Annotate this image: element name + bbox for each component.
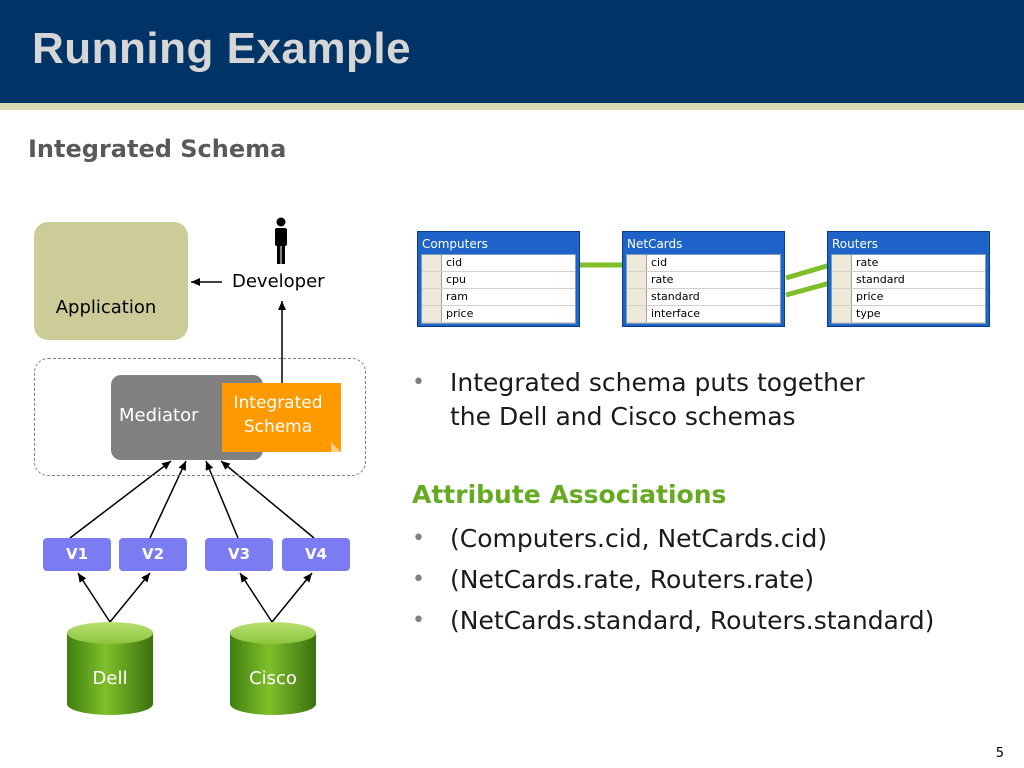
- cisco-to-v4-arrow: [271, 572, 313, 623]
- field-name: ram: [446, 290, 468, 303]
- mediator-label: Mediator: [119, 405, 199, 426]
- table-field-list: cid cpu ram price: [421, 254, 576, 324]
- dell-to-v1-arrow: [77, 572, 111, 623]
- row-selector: [832, 255, 852, 271]
- table-row: cid: [627, 255, 780, 272]
- field-name: standard: [856, 273, 905, 286]
- cisco-database-icon: [230, 622, 316, 715]
- field-name: interface: [651, 307, 701, 320]
- table-row: price: [832, 289, 985, 306]
- mediator-group: [34, 358, 366, 476]
- table-row: interface: [627, 306, 780, 323]
- page-number: 5: [995, 746, 1004, 761]
- cisco-to-v3-arrow: [239, 572, 273, 623]
- table-netcards: NetCards cid rate standard interface: [622, 231, 785, 327]
- bullet-intro-line2: the Dell and Cisco schemas: [450, 402, 796, 431]
- association-text: (Computers.cid, NetCards.cid): [450, 524, 828, 553]
- table-title: Computers: [422, 237, 488, 251]
- table-row: ram: [422, 289, 575, 306]
- application-label: Application: [55, 297, 157, 318]
- row-selector: [627, 306, 647, 322]
- field-name: type: [856, 307, 881, 320]
- row-selector: [627, 289, 647, 305]
- table-row: price: [422, 306, 575, 323]
- table-computers: Computers cid cpu ram price: [417, 231, 580, 327]
- row-selector: [422, 255, 442, 271]
- table-row: cid: [422, 255, 575, 272]
- v4-to-mediator-arrow: [220, 460, 315, 539]
- bullet-icon: •: [412, 526, 425, 551]
- integrated-schema-label-line2: Schema: [243, 417, 313, 437]
- table-field-list: cid rate standard interface: [626, 254, 781, 324]
- bullet-icon: •: [412, 567, 425, 592]
- field-name: cid: [446, 256, 463, 269]
- developer-person-icon: [275, 217, 287, 264]
- field-name: cid: [651, 256, 668, 269]
- table-row: cpu: [422, 272, 575, 289]
- title-bar: [0, 0, 1024, 103]
- table-title: NetCards: [627, 237, 683, 251]
- view-v1: V1: [43, 538, 111, 571]
- table-row: rate: [832, 255, 985, 272]
- view-v4: V4: [282, 538, 350, 571]
- row-selector: [627, 255, 647, 271]
- association-text: (NetCards.standard, Routers.standard): [450, 606, 935, 635]
- field-name: price: [856, 290, 884, 303]
- application-box: [34, 222, 188, 340]
- integrated-schema-box: [222, 383, 341, 452]
- dell-database-icon: [67, 622, 153, 715]
- row-selector: [832, 272, 852, 288]
- assoc-link-rate: [785, 262, 831, 281]
- association-text: (NetCards.rate, Routers.rate): [450, 565, 815, 594]
- v2-to-mediator-arrow: [149, 460, 187, 539]
- slide-title: Running Example: [32, 24, 412, 73]
- bullet-intro-line1: Integrated schema puts together: [450, 368, 865, 397]
- title-divider: [0, 103, 1024, 110]
- row-selector: [832, 306, 852, 322]
- row-selector: [627, 272, 647, 288]
- row-selector: [832, 289, 852, 305]
- field-name: rate: [651, 273, 674, 286]
- v1-to-mediator-arrow: [69, 460, 172, 539]
- table-row: type: [832, 306, 985, 323]
- source-cisco-label: Cisco: [249, 668, 297, 689]
- source-dell-label: Dell: [92, 668, 128, 689]
- row-selector: [422, 306, 442, 322]
- table-row: standard: [832, 272, 985, 289]
- field-name: rate: [856, 256, 879, 269]
- row-selector: [422, 289, 442, 305]
- bullet-icon: •: [412, 370, 425, 395]
- associations-heading: Attribute Associations: [412, 480, 727, 509]
- table-row: standard: [627, 289, 780, 306]
- integrated-schema-label: Integrated Schema: [222, 391, 334, 439]
- table-row: rate: [627, 272, 780, 289]
- field-name: cpu: [446, 273, 467, 286]
- slide-subtitle: Integrated Schema: [28, 135, 287, 163]
- bullet-icon: •: [412, 608, 425, 633]
- table-field-list: rate standard price type: [831, 254, 986, 324]
- assoc-link-standard: [785, 280, 831, 298]
- developer-label: Developer: [232, 271, 325, 292]
- table-title: Routers: [832, 237, 879, 251]
- integrated-schema-label-line1: Integrated: [233, 393, 323, 413]
- field-name: standard: [651, 290, 700, 303]
- view-v2: V2: [119, 538, 187, 571]
- view-v3: V3: [205, 538, 273, 571]
- v3-to-mediator-arrow: [205, 460, 239, 539]
- dell-to-v2-arrow: [109, 572, 151, 623]
- table-routers: Routers rate standard price type: [827, 231, 990, 327]
- field-name: price: [446, 307, 474, 320]
- integrated-schema-corner-fold: [331, 442, 341, 452]
- row-selector: [422, 272, 442, 288]
